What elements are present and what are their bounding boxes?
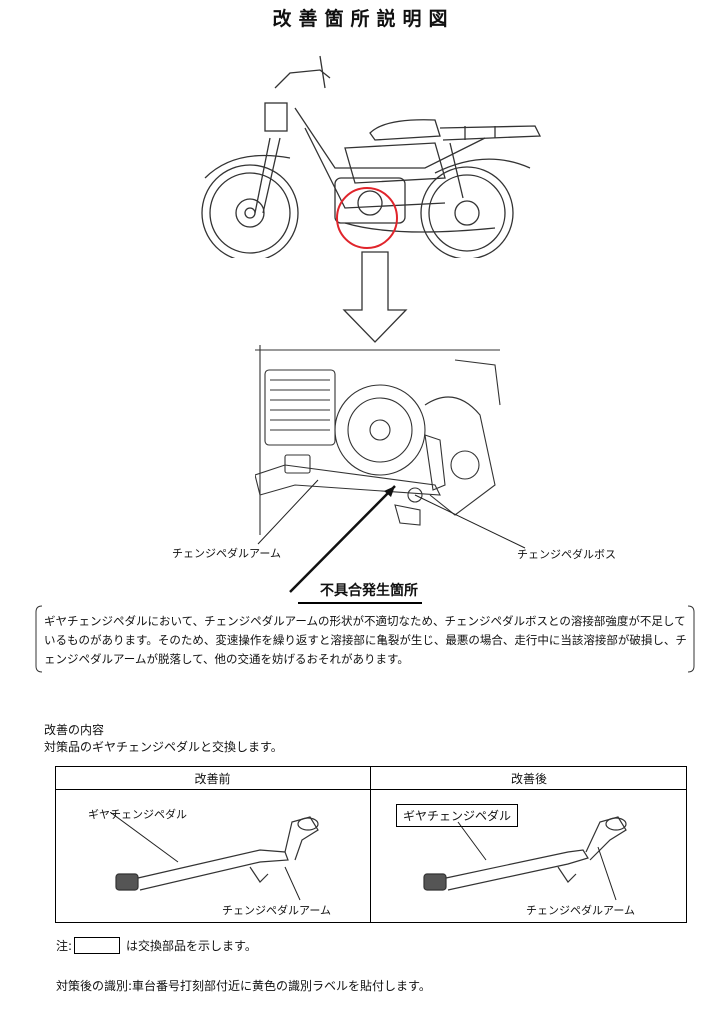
- change-pedal-boss-label: チェンジペダルボス: [517, 548, 616, 561]
- note-suffix: は交換部品を示します。: [126, 939, 257, 953]
- down-arrow-icon: [342, 251, 408, 343]
- page-title: 改善箇所説明図: [272, 8, 455, 30]
- pedal-before-illustration: [110, 812, 319, 901]
- improvement-text: 対策品のギヤチェンジペダルと交換します。: [44, 740, 283, 754]
- highlight-circle: [336, 187, 398, 249]
- description-bracket: [35, 605, 695, 673]
- replacement-note: 注: は交換部品を示します。: [56, 937, 257, 954]
- change-pedal-arm-label: チェンジペダルアーム: [172, 547, 282, 560]
- after-gear-pedal-label: ギヤチェンジペダル: [396, 804, 519, 827]
- note-prefix: 注:: [56, 939, 73, 953]
- before-pedal-arm-label: チェンジペダルアーム: [222, 904, 332, 917]
- replacement-box-legend: [74, 937, 121, 954]
- identification-text: 対策後の識別:車台番号打刻部付近に黄色の識別ラベルを貼付します。: [56, 979, 431, 993]
- before-header: 改善前: [194, 772, 231, 786]
- defect-description: ギヤチェンジペダルにおいて、チェンジペダルアームの形状が不適切なため、チェンジペ…: [44, 614, 687, 666]
- improvement-heading: 改善の内容: [44, 723, 105, 737]
- after-header: 改善後: [510, 772, 547, 786]
- after-pedal-arm-label: チェンジペダルアーム: [526, 904, 636, 917]
- comparison-table: [55, 766, 687, 923]
- motorcycle-illustration: [201, 55, 542, 258]
- defect-location-heading: 不具合発生箇所: [298, 580, 422, 604]
- engine-closeup-illustration: [255, 345, 501, 535]
- table-header-divider: [55, 789, 687, 790]
- before-gear-pedal-label: ギヤチェンジペダル: [88, 808, 187, 821]
- pedal-after-illustration: [423, 816, 627, 901]
- table-divider: [370, 766, 371, 923]
